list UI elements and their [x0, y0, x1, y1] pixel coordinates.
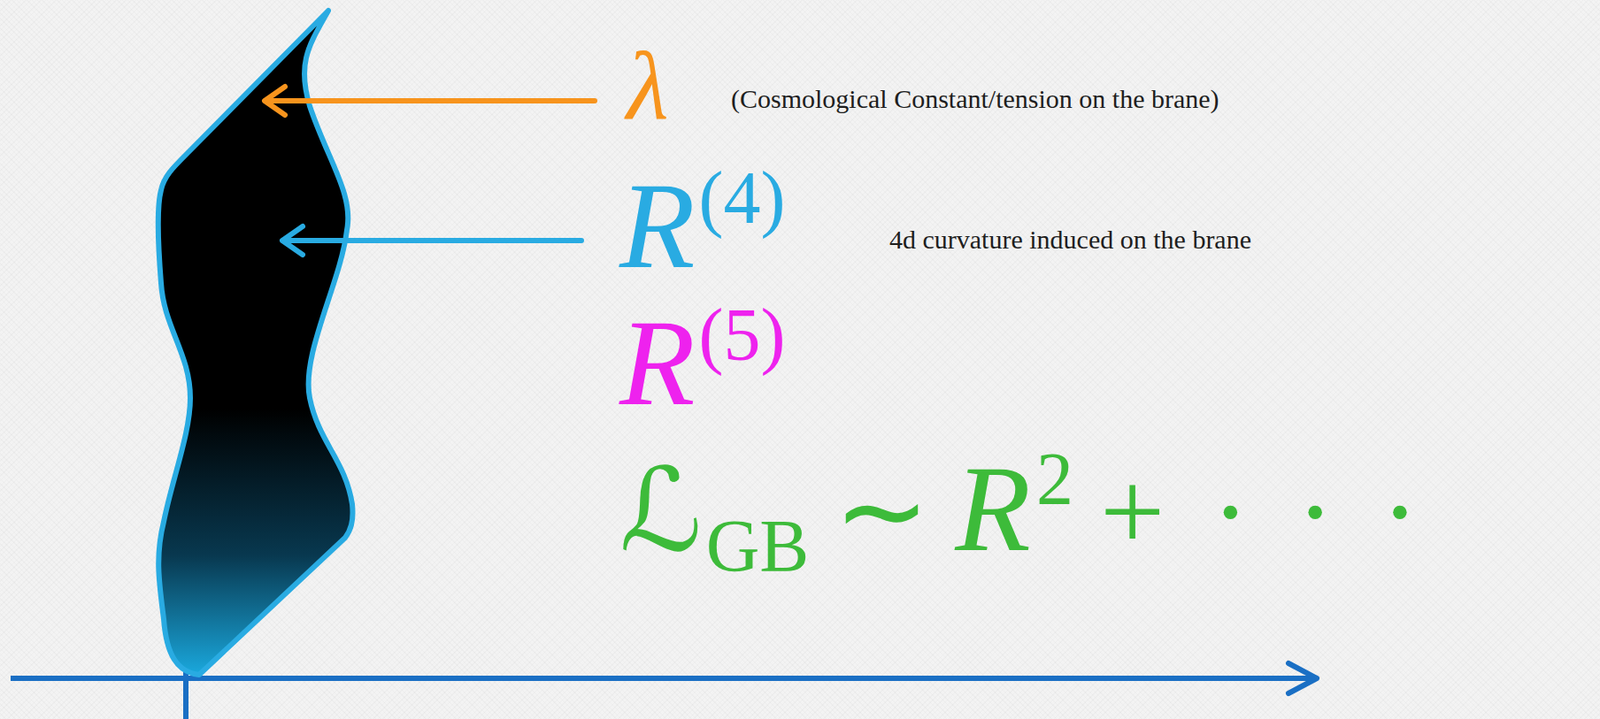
superscript: (5) — [699, 298, 786, 373]
note-row: 4d curvature induced on the brane — [889, 226, 1252, 254]
symbol-row: λ — [626, 37, 670, 135]
math-operator: ∼ — [833, 453, 931, 570]
subscript: GB — [706, 509, 810, 585]
axis-arrowhead — [1288, 663, 1317, 694]
math-symbol: R — [619, 163, 696, 288]
math-symbol: ℒ — [619, 453, 703, 569]
leader-arrowhead — [264, 86, 285, 116]
math-symbol: λ — [626, 37, 670, 135]
math-symbol: R — [619, 300, 696, 425]
formula-row: ℒGB∼R2+ · · · — [619, 446, 1429, 571]
symbol-row: R(5) — [619, 300, 785, 425]
axis-line — [10, 676, 1316, 682]
leader-line — [283, 238, 582, 244]
note-row: (Cosmological Constant/tension on the br… — [730, 85, 1220, 113]
superscript: 2 — [1036, 442, 1074, 517]
leader-arrowhead — [282, 226, 303, 255]
annotation: 4d curvature induced on the brane — [889, 226, 1252, 254]
superscript: (4) — [699, 161, 786, 236]
math-operator: + · · · — [1100, 453, 1429, 570]
leader-line — [265, 98, 595, 104]
math-symbol: R — [954, 446, 1031, 571]
symbol-row: R(4) — [619, 163, 785, 288]
annotation: (Cosmological Constant/tension on the br… — [730, 85, 1220, 113]
brane-shape — [158, 10, 354, 676]
